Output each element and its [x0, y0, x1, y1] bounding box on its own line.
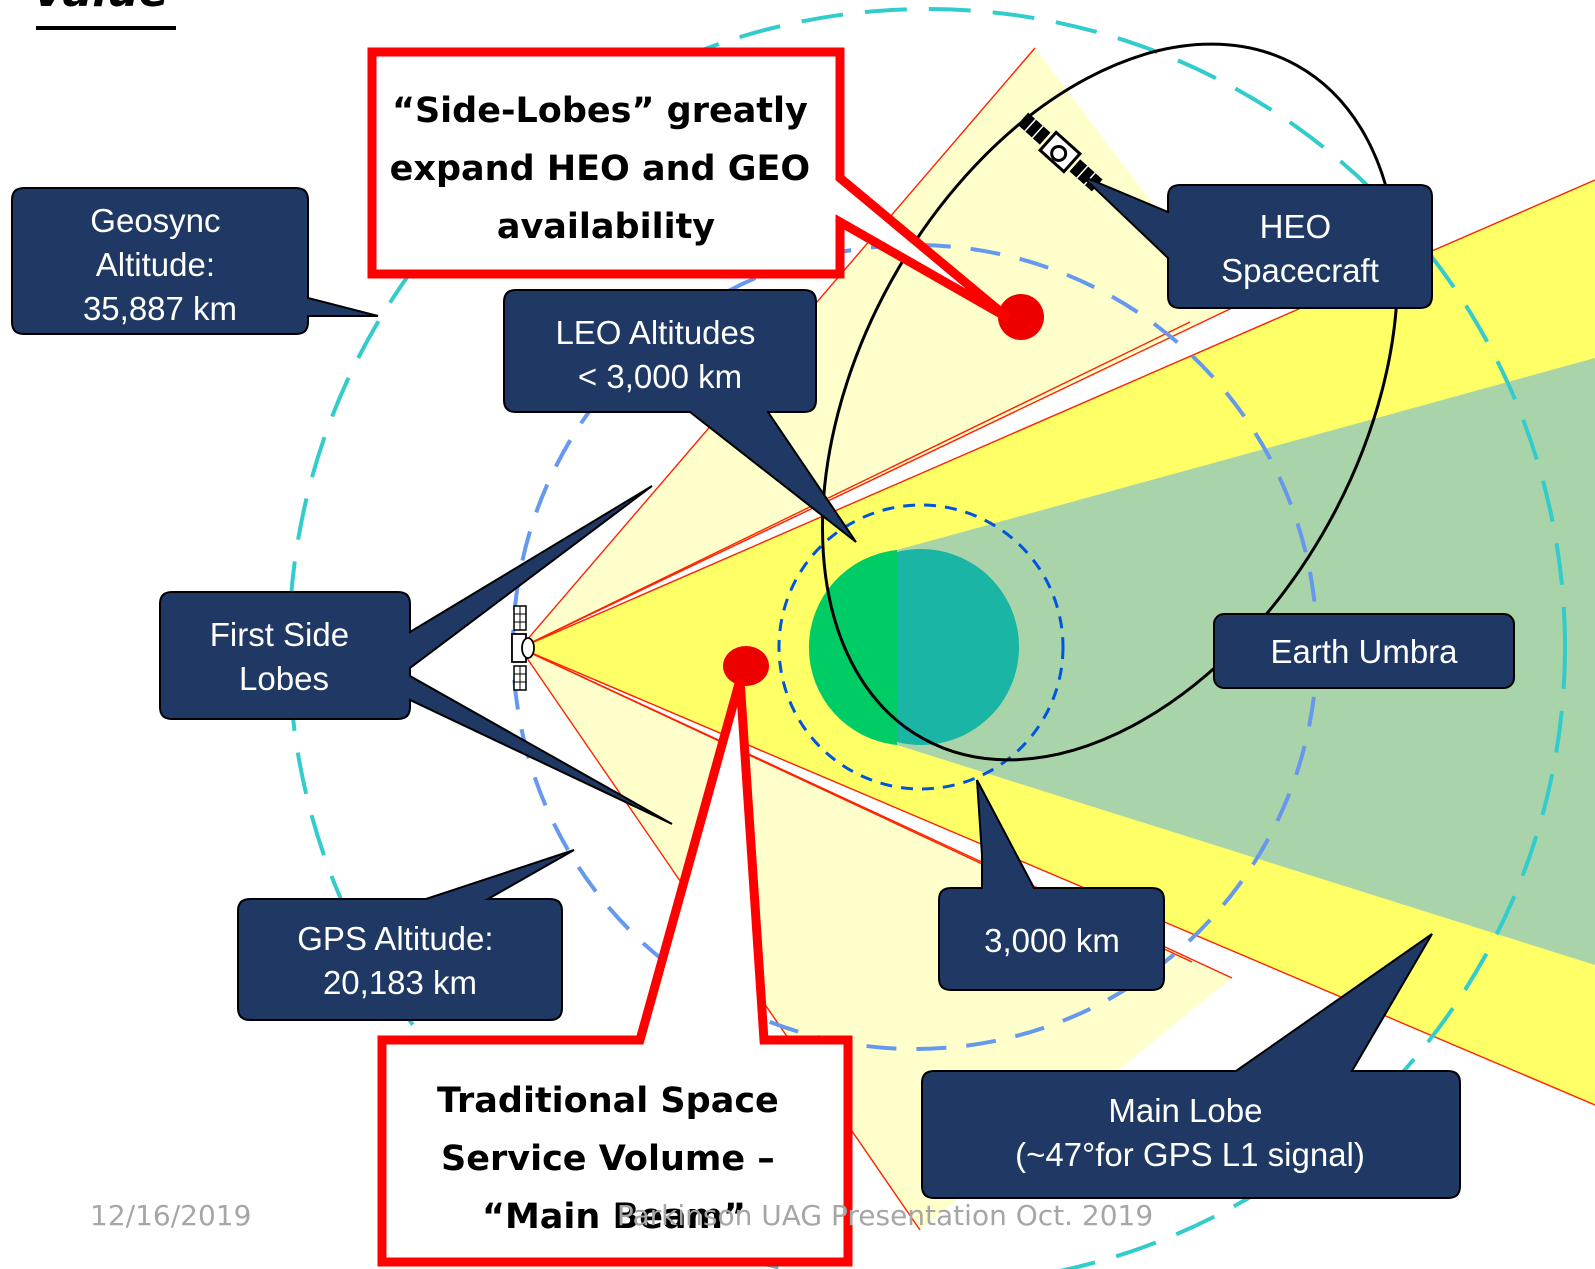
callout-heo: HEO Spacecraft: [1081, 175, 1433, 309]
side-lobes-note-text: “Side-Lobes” greatly expand HEO and GEO …: [390, 91, 823, 247]
callout-3000km: 3,000 km: [938, 779, 1165, 991]
leo-altitude-ring: [777, 503, 1065, 791]
leo-label: LEO Altitudes < 3,000 km: [555, 314, 764, 395]
slide-title: Value: [32, 0, 176, 30]
upper-side-lobe: [520, 48, 1232, 648]
gps-label: GPS Altitude: 20,183 km: [297, 920, 502, 1001]
callout-leo: LEO Altitudes < 3,000 km: [503, 289, 857, 543]
footer-date: 12/16/2019: [90, 1199, 251, 1232]
first-side-lobes-label: First Side Lobes: [210, 616, 359, 697]
satellite-icon: [511, 605, 535, 691]
footer-presentation: Parkinson UAG Presentation Oct. 2019: [617, 1199, 1153, 1232]
callout-first-side-lobes: First Side Lobes: [159, 485, 673, 825]
callout-side-lobes-note: “Side-Lobes” greatly expand HEO and GEO …: [367, 47, 1011, 322]
heo-region-marker: [998, 294, 1044, 340]
callout-main-lobe: Main Lobe (~47°for GPS L1 signal): [921, 933, 1461, 1199]
slide-title-text: Value: [32, 0, 169, 17]
geosync-label: Geosync Altitude: 35,887 km: [83, 202, 237, 327]
3000km-label: 3,000 km: [984, 922, 1120, 959]
heo-orbit: [821, 42, 1399, 762]
callout-earth-umbra: Earth Umbra: [1213, 613, 1515, 689]
callout-gps: GPS Altitude: 20,183 km: [237, 849, 575, 1021]
earth: [808, 549, 1019, 745]
callout-main-beam-note: Traditional Space Service Volume – “Main…: [377, 678, 853, 1267]
main-lobe-label: Main Lobe (~47°for GPS L1 signal): [1015, 1092, 1365, 1173]
heo-label: HEO Spacecraft: [1221, 208, 1379, 289]
earth-umbra-label: Earth Umbra: [1270, 633, 1458, 670]
callout-geosync: Geosync Altitude: 35,887 km: [11, 187, 379, 335]
main-beam-note-text: Traditional Space Service Volume – “Main…: [437, 1081, 791, 1237]
main-beam-marker: [723, 646, 769, 686]
